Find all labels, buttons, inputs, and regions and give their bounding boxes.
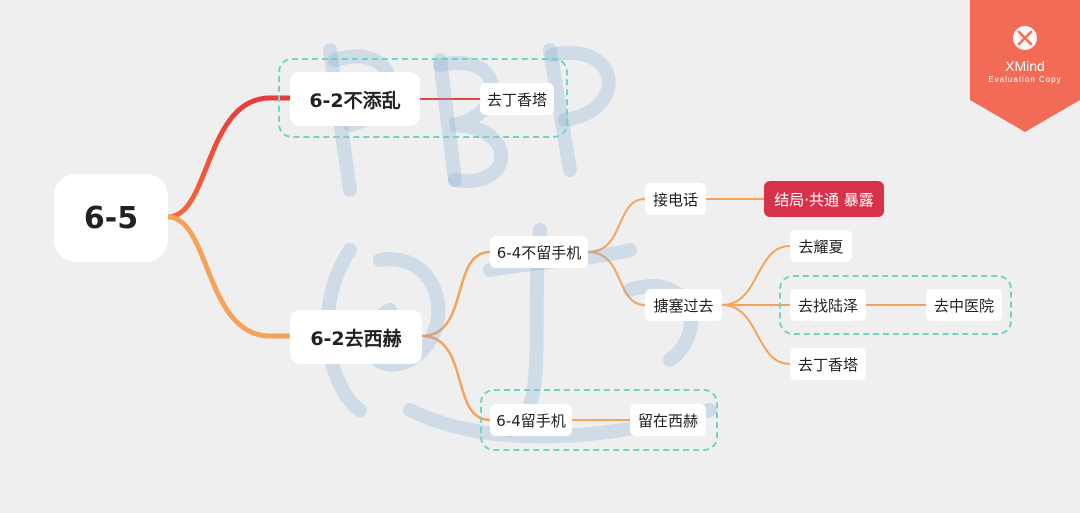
- evaluation-badge: [970, 0, 1080, 132]
- boundary-luze-group: [779, 275, 1012, 335]
- leaf-evade[interactable]: 搪塞过去: [645, 289, 722, 321]
- connector-evade-to-yaoxia: [721, 245, 791, 306]
- leaf-find-luze[interactable]: 去找陆泽: [790, 289, 866, 321]
- sub-topic-no-phone[interactable]: 6-4不留手机: [490, 236, 588, 268]
- leaf-dingxiang-tower-2[interactable]: 去丁香塔: [790, 348, 866, 380]
- sub-topic-keep-phone[interactable]: 6-4留手机: [490, 404, 572, 436]
- leaf-dingxiang-tower-1[interactable]: 去丁香塔: [480, 83, 554, 115]
- badge-brand: XMind: [1005, 58, 1045, 74]
- branch-topic-2[interactable]: 6-2去西赫: [290, 310, 422, 364]
- root-topic[interactable]: 6-5: [54, 174, 168, 262]
- boundary-keep-phone-group: [480, 389, 718, 451]
- leaf-answer-phone[interactable]: 接电话: [645, 183, 706, 215]
- connector-root-to-branch-2: [165, 214, 293, 339]
- boundary-branch-1: [278, 58, 568, 138]
- connector-root-to-branch-1: [165, 95, 293, 220]
- leaf-stay-xihe[interactable]: 留在西赫: [630, 404, 706, 436]
- leaf-tcm-hospital[interactable]: 去中医院: [926, 289, 1002, 321]
- connector-evade-to-dingxiang: [721, 304, 791, 365]
- connector-branch-2-to-sub-2: [421, 334, 491, 422]
- connector-sub-1-to-answer: [587, 198, 646, 253]
- connector-sub-1-to-evade: [587, 251, 646, 306]
- leaf-go-yaoxia[interactable]: 去耀夏: [790, 230, 852, 262]
- branch-topic-1[interactable]: 6-2不添乱: [290, 72, 420, 126]
- leaf-ending-exposed[interactable]: 结局·共通 暴露: [764, 181, 884, 217]
- connector-branch-2-to-sub-1: [421, 250, 491, 338]
- badge-subtitle: Evaluation Copy: [988, 75, 1062, 84]
